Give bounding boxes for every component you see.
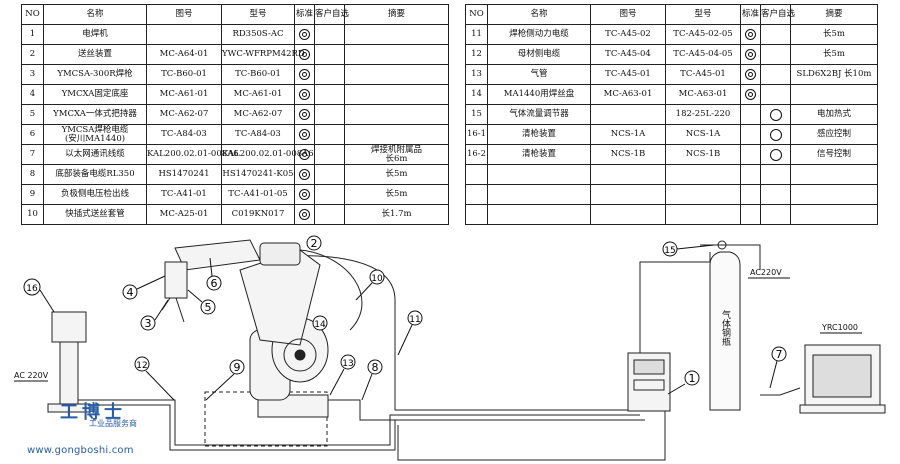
optional-mark-icon bbox=[769, 108, 782, 121]
svg-text:7: 7 bbox=[776, 348, 783, 361]
callout-16: 16 bbox=[23, 278, 55, 313]
watermark-url: www.gongboshi.com bbox=[27, 445, 134, 456]
gas-hose bbox=[639, 252, 711, 355]
standard-mark-icon bbox=[745, 69, 756, 80]
callout-7: 7 bbox=[769, 346, 787, 389]
callout-5: 5 bbox=[187, 289, 216, 315]
cable-8 bbox=[397, 405, 666, 461]
svg-text:4: 4 bbox=[127, 286, 134, 299]
svg-text:2: 2 bbox=[311, 237, 318, 250]
svg-text:16: 16 bbox=[26, 284, 38, 294]
standard-mark-icon bbox=[299, 129, 310, 140]
yrc1000-label: YRC1000 bbox=[821, 323, 858, 332]
callout-1: 1 bbox=[667, 370, 700, 395]
cell-standard bbox=[294, 184, 315, 205]
cable-12 bbox=[70, 399, 640, 446]
standard-mark-icon bbox=[299, 149, 310, 160]
watermark-brand: 工博士 bbox=[60, 402, 126, 423]
svg-text:13: 13 bbox=[342, 359, 353, 369]
callout-15: 15 bbox=[662, 241, 715, 257]
gas-cylinder bbox=[709, 240, 741, 411]
gas-cylinder-label: 气体钢瓶 bbox=[720, 309, 731, 347]
callout-3: 3 bbox=[140, 299, 169, 331]
cell-no: 10 bbox=[21, 204, 44, 225]
callout-6: 6 bbox=[206, 257, 222, 291]
dashed-base-outline bbox=[204, 391, 328, 447]
table-row bbox=[465, 164, 878, 185]
svg-text:12: 12 bbox=[136, 361, 147, 371]
standard-mark-icon bbox=[745, 49, 756, 60]
standard-mark-icon bbox=[745, 29, 756, 40]
cell-model: C019KN017 bbox=[221, 204, 295, 225]
callout-2: 2 bbox=[306, 235, 322, 251]
callouts: 1 2 3 4 5 6 7 8 9 10 11 12 13 14 15 16 bbox=[23, 235, 787, 401]
welding-torch bbox=[161, 261, 188, 323]
robot-arm bbox=[174, 239, 329, 418]
svg-text:8: 8 bbox=[372, 361, 379, 374]
optional-mark-icon bbox=[769, 148, 782, 161]
callout-9: 9 bbox=[205, 359, 245, 401]
standard-mark-icon bbox=[299, 189, 310, 200]
cell-note bbox=[790, 204, 878, 225]
standard-mark-icon bbox=[299, 29, 310, 40]
callout-10: 10 bbox=[355, 269, 385, 301]
standard-mark-icon bbox=[745, 89, 756, 100]
callout-13: 13 bbox=[329, 354, 356, 396]
gun-cleaner bbox=[47, 311, 91, 413]
standard-mark-icon bbox=[299, 169, 310, 180]
ac-220v-right-label: AC220V bbox=[750, 268, 782, 277]
svg-text:1: 1 bbox=[689, 372, 696, 385]
cell-note: 长1.7m bbox=[344, 204, 449, 225]
welding-power-source bbox=[627, 352, 671, 412]
standard-mark-icon bbox=[299, 69, 310, 80]
callout-12: 12 bbox=[134, 356, 175, 401]
callout-8: 8 bbox=[361, 359, 383, 401]
svg-text:3: 3 bbox=[145, 317, 152, 330]
cell-note: 焊接机附属品长6m bbox=[344, 144, 449, 165]
standard-mark-icon bbox=[299, 109, 310, 120]
cell-standard bbox=[294, 204, 315, 225]
cell-standard bbox=[294, 64, 315, 85]
svg-text:5: 5 bbox=[205, 301, 212, 314]
svg-text:14: 14 bbox=[314, 320, 326, 330]
standard-mark-icon bbox=[299, 209, 310, 220]
watermark-tagline: 工业品服务商 bbox=[89, 419, 137, 428]
cable-10 bbox=[299, 249, 363, 331]
svg-text:9: 9 bbox=[234, 361, 241, 374]
cable-7 bbox=[760, 387, 801, 396]
standard-mark-icon bbox=[299, 89, 310, 100]
svg-text:15: 15 bbox=[664, 246, 675, 256]
callout-11: 11 bbox=[397, 310, 423, 356]
svg-text:11: 11 bbox=[409, 315, 420, 325]
ac-220v-left-label: AC 220V bbox=[14, 371, 49, 380]
robot-controller bbox=[799, 344, 886, 414]
standard-mark-icon bbox=[299, 49, 310, 60]
svg-text:10: 10 bbox=[371, 274, 383, 284]
table-row bbox=[465, 204, 878, 225]
callout-4: 4 bbox=[122, 275, 166, 300]
svg-text:6: 6 bbox=[211, 277, 218, 290]
callout-14: 14 bbox=[312, 315, 328, 331]
optional-mark-icon bbox=[769, 128, 782, 141]
